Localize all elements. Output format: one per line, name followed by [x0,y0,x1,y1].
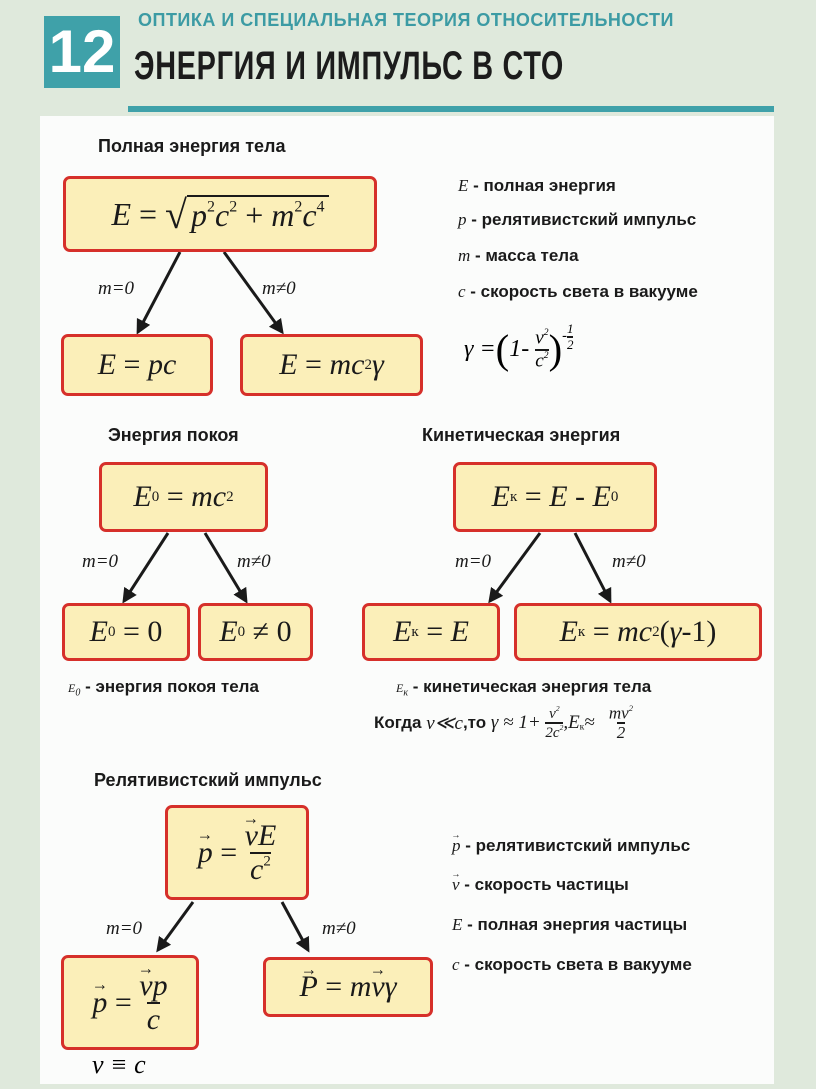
legend-p: p - релятивистский импульс [458,210,697,229]
arrow-mom-zero [156,901,195,953]
topic-number: 12 [44,16,120,88]
section-total-energy: Полная энергия тела [98,136,286,156]
condition-nonzero-mass: m≠0 [262,278,296,299]
legend2-p: p - релятивистский импульс [452,836,690,856]
subject-heading: ОПТИКА И СПЕЦИАЛЬНАЯ ТЕОРИЯ ОТНОСИТЕЛЬНО… [138,10,674,30]
condition-rest-nonzero: m≠0 [237,551,271,572]
formula-v-equiv-c: v ≡ c [92,1050,146,1079]
arrow-kin-nonzero [573,532,612,604]
kinetic-energy-note: Eк - кинетическая энергия тела [396,677,652,699]
section-kinetic-energy: Кинетическая энергия [422,425,621,445]
condition-zero-mass: m=0 [98,278,135,299]
arrow-rest-zero [122,532,170,604]
content-panel [40,116,774,1084]
title-rule [128,106,774,112]
condition-mom-nonzero: m≠0 [322,918,356,939]
formula-p-mv-gamma: P = mvγ [263,957,433,1017]
page-title: ЭНЕРГИЯ И ИМПУЛЬС В СТО [134,44,565,88]
arrow-total-nonzero [222,251,284,335]
legend-e: E - полная энергия [458,176,616,195]
arrow-mom-nonzero [280,901,310,953]
formula-e-pc: E = pc [61,334,213,396]
condition-mom-zero: m=0 [106,918,143,939]
arrow-kin-zero [488,532,542,604]
legend2-e: E - полная энергия частицы [452,915,688,934]
arrow-rest-nonzero [203,532,248,604]
condition-rest-zero: m=0 [82,551,119,572]
section-momentum: Релятивистский импульс [94,770,322,790]
condition-kin-zero: m=0 [455,551,492,572]
rest-energy-note: E0 - энергия покоя тела [68,677,259,699]
formula-total-energy: E = √p2c2 + m2c4 [63,176,377,252]
arrow-total-zero [136,251,182,335]
legend2-v: v - скорость частицы [452,875,629,895]
section-rest-energy: Энергия покоя [108,425,239,445]
legend-m: m - масса тела [458,246,579,265]
legend-c: c - скорость света в вакууме [458,282,698,301]
condition-kin-nonzero: m≠0 [612,551,646,572]
formula-p-vp-c: p = vpc [61,955,199,1050]
legend2-c: c - скорость света в вакууме [452,955,692,974]
